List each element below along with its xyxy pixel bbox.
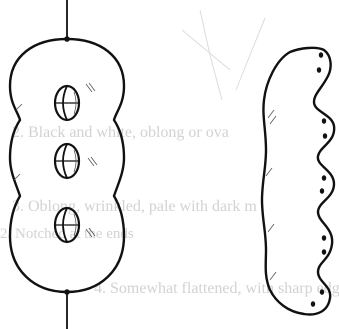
bleed-through-strokes	[182, 10, 265, 100]
pod-shading	[266, 110, 276, 280]
left-seed-pod	[10, 0, 124, 329]
seed	[55, 86, 79, 120]
stalk-joint-top	[64, 36, 70, 42]
seed	[55, 208, 79, 242]
pod-outline	[262, 48, 334, 315]
right-seed-pod	[262, 48, 334, 315]
pod-outline	[10, 39, 124, 292]
stalk-joint-bottom	[64, 289, 70, 295]
seed	[55, 144, 79, 178]
